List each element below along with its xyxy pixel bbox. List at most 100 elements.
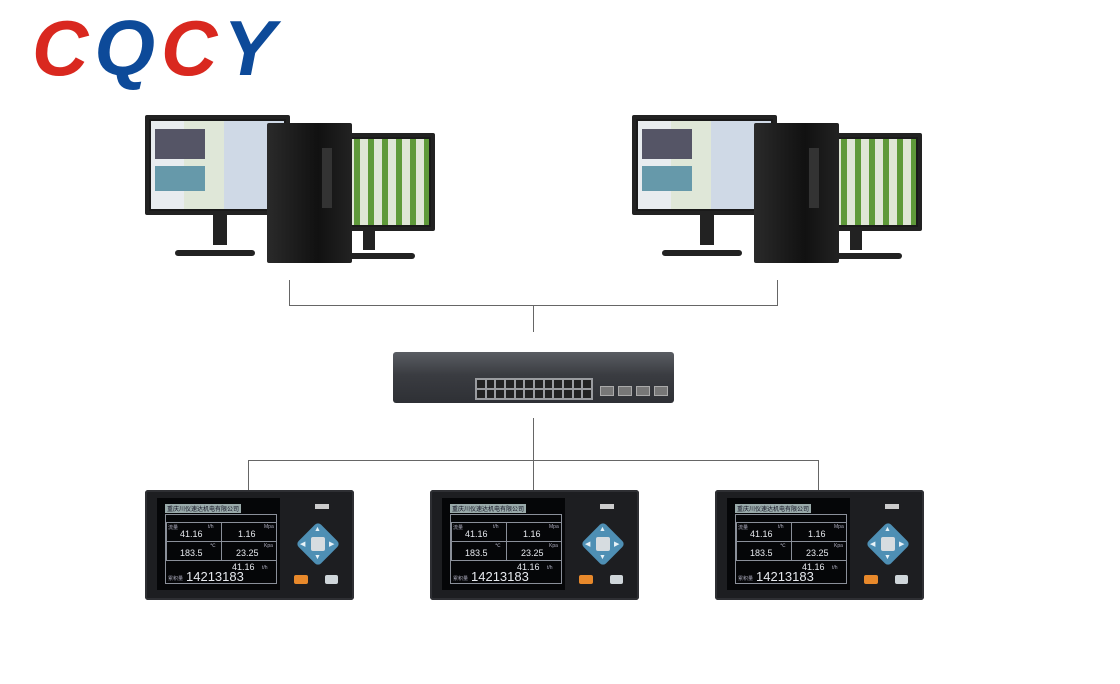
monitor-left xyxy=(632,115,777,215)
total-flow-unit: t/h xyxy=(262,565,268,571)
arrow-right-icon[interactable]: ▶ xyxy=(614,541,620,548)
grey-function-button[interactable] xyxy=(610,575,623,584)
total-label: 累积量 xyxy=(453,576,469,582)
temperature-unit: ℃ xyxy=(495,543,501,549)
total-flow-unit: t/h xyxy=(547,565,553,571)
pc-tower xyxy=(754,123,839,263)
workstation-right xyxy=(632,115,927,265)
arrow-left-icon[interactable]: ◀ xyxy=(585,541,591,548)
arrow-down-icon[interactable]: ▼ xyxy=(314,554,321,561)
dpad-ok-button[interactable] xyxy=(596,537,610,551)
arrow-up-icon[interactable]: ▲ xyxy=(599,526,606,533)
ethernet-port xyxy=(544,390,553,398)
total-flow-value: 41.16 xyxy=(802,562,825,572)
flow-value: 41.16 xyxy=(465,529,488,539)
ethernet-port xyxy=(563,380,572,388)
pressure-value: 1.16 xyxy=(238,529,256,539)
total-flow-value: 41.16 xyxy=(232,562,255,572)
logo-letter: Q xyxy=(94,4,162,92)
ethernet-port xyxy=(515,380,524,388)
monitor-stand xyxy=(850,225,862,250)
connector-line xyxy=(533,460,534,490)
logo-letter: C xyxy=(161,4,224,92)
arrow-up-icon[interactable]: ▲ xyxy=(314,526,321,533)
connector-line xyxy=(289,280,290,306)
usb-port xyxy=(315,504,329,509)
flow-unit: t/h xyxy=(778,524,784,530)
usb-port xyxy=(600,504,614,509)
monitor-base xyxy=(175,250,255,256)
monitor-stand xyxy=(213,210,227,245)
switch-ports xyxy=(475,378,593,400)
ethernet-port xyxy=(534,380,543,388)
total-label: 累积量 xyxy=(168,576,184,582)
connector-line xyxy=(248,460,249,490)
ethernet-port xyxy=(534,390,543,398)
diff-pressure-unit: Kpa xyxy=(549,543,558,549)
orange-function-button[interactable] xyxy=(579,575,593,584)
ethernet-port xyxy=(573,380,582,388)
sfp-port xyxy=(636,386,650,396)
workstation-left xyxy=(145,115,440,265)
instrument-center: 重庆川仪速达机电有限公司 流量 41.16 t/h 1.16 Mpa 183.5… xyxy=(430,490,639,600)
total-label: 累积量 xyxy=(738,576,754,582)
ethernet-port xyxy=(525,390,533,398)
logo-letter: Y xyxy=(223,4,282,92)
pc-tower xyxy=(267,123,352,263)
cqcy-logo: CQCY xyxy=(32,8,281,88)
ethernet-port xyxy=(505,390,514,398)
diff-pressure-value: 23.25 xyxy=(521,548,544,558)
temperature-value: 183.5 xyxy=(180,548,203,558)
ethernet-port xyxy=(563,390,572,398)
monitor-right xyxy=(827,133,922,231)
grey-function-button[interactable] xyxy=(325,575,338,584)
instrument-screen: 重庆川仪速达机电有限公司 流量 41.16 t/h 1.16 Mpa 183.5… xyxy=(727,498,850,590)
monitor-stand xyxy=(363,225,375,250)
arrow-left-icon[interactable]: ◀ xyxy=(300,541,306,548)
flow-label: 流量 xyxy=(453,525,464,531)
arrow-up-icon[interactable]: ▲ xyxy=(884,526,891,533)
company-name: 重庆川仪速达机电有限公司 xyxy=(165,504,242,513)
temperature-unit: ℃ xyxy=(210,543,216,549)
sfp-port xyxy=(618,386,632,396)
pressure-unit: Mpa xyxy=(549,524,559,530)
grey-function-button[interactable] xyxy=(895,575,908,584)
total-value: 14213183 xyxy=(186,569,244,584)
instrument-screen: 重庆川仪速达机电有限公司 流量 41.16 t/h 1.16 Mpa 183.5… xyxy=(157,498,280,590)
ethernet-port xyxy=(525,380,533,388)
diff-pressure-value: 23.25 xyxy=(806,548,829,558)
logo-letter: C xyxy=(32,4,95,92)
connector-line xyxy=(818,460,819,490)
monitor-base xyxy=(822,253,902,259)
flow-label: 流量 xyxy=(738,525,749,531)
flow-value: 41.16 xyxy=(180,529,203,539)
flow-value: 41.16 xyxy=(750,529,773,539)
usb-port xyxy=(885,504,899,509)
monitor-base xyxy=(662,250,742,256)
arrow-left-icon[interactable]: ◀ xyxy=(870,541,876,548)
arrow-down-icon[interactable]: ▼ xyxy=(599,554,606,561)
ethernet-port xyxy=(477,390,485,398)
instrument-left: 重庆川仪速达机电有限公司 流量 41.16 t/h 1.16 Mpa 183.5… xyxy=(145,490,354,600)
ethernet-port xyxy=(496,380,504,388)
dpad-ok-button[interactable] xyxy=(881,537,895,551)
temperature-value: 183.5 xyxy=(465,548,488,558)
connector-line xyxy=(777,280,778,306)
total-value: 14213183 xyxy=(471,569,529,584)
arrow-right-icon[interactable]: ▶ xyxy=(899,541,905,548)
arrow-down-icon[interactable]: ▼ xyxy=(884,554,891,561)
ethernet-port xyxy=(573,390,582,398)
orange-function-button[interactable] xyxy=(864,575,878,584)
flow-unit: t/h xyxy=(208,524,214,530)
sfp-port xyxy=(654,386,668,396)
ethernet-port xyxy=(583,390,591,398)
ethernet-port xyxy=(477,380,485,388)
arrow-right-icon[interactable]: ▶ xyxy=(329,541,335,548)
connector-line xyxy=(533,305,534,332)
sfp-port xyxy=(600,386,614,396)
ethernet-port xyxy=(496,390,504,398)
orange-function-button[interactable] xyxy=(294,575,308,584)
instrument-screen: 重庆川仪速达机电有限公司 流量 41.16 t/h 1.16 Mpa 183.5… xyxy=(442,498,565,590)
dpad-ok-button[interactable] xyxy=(311,537,325,551)
pressure-unit: Mpa xyxy=(834,524,844,530)
